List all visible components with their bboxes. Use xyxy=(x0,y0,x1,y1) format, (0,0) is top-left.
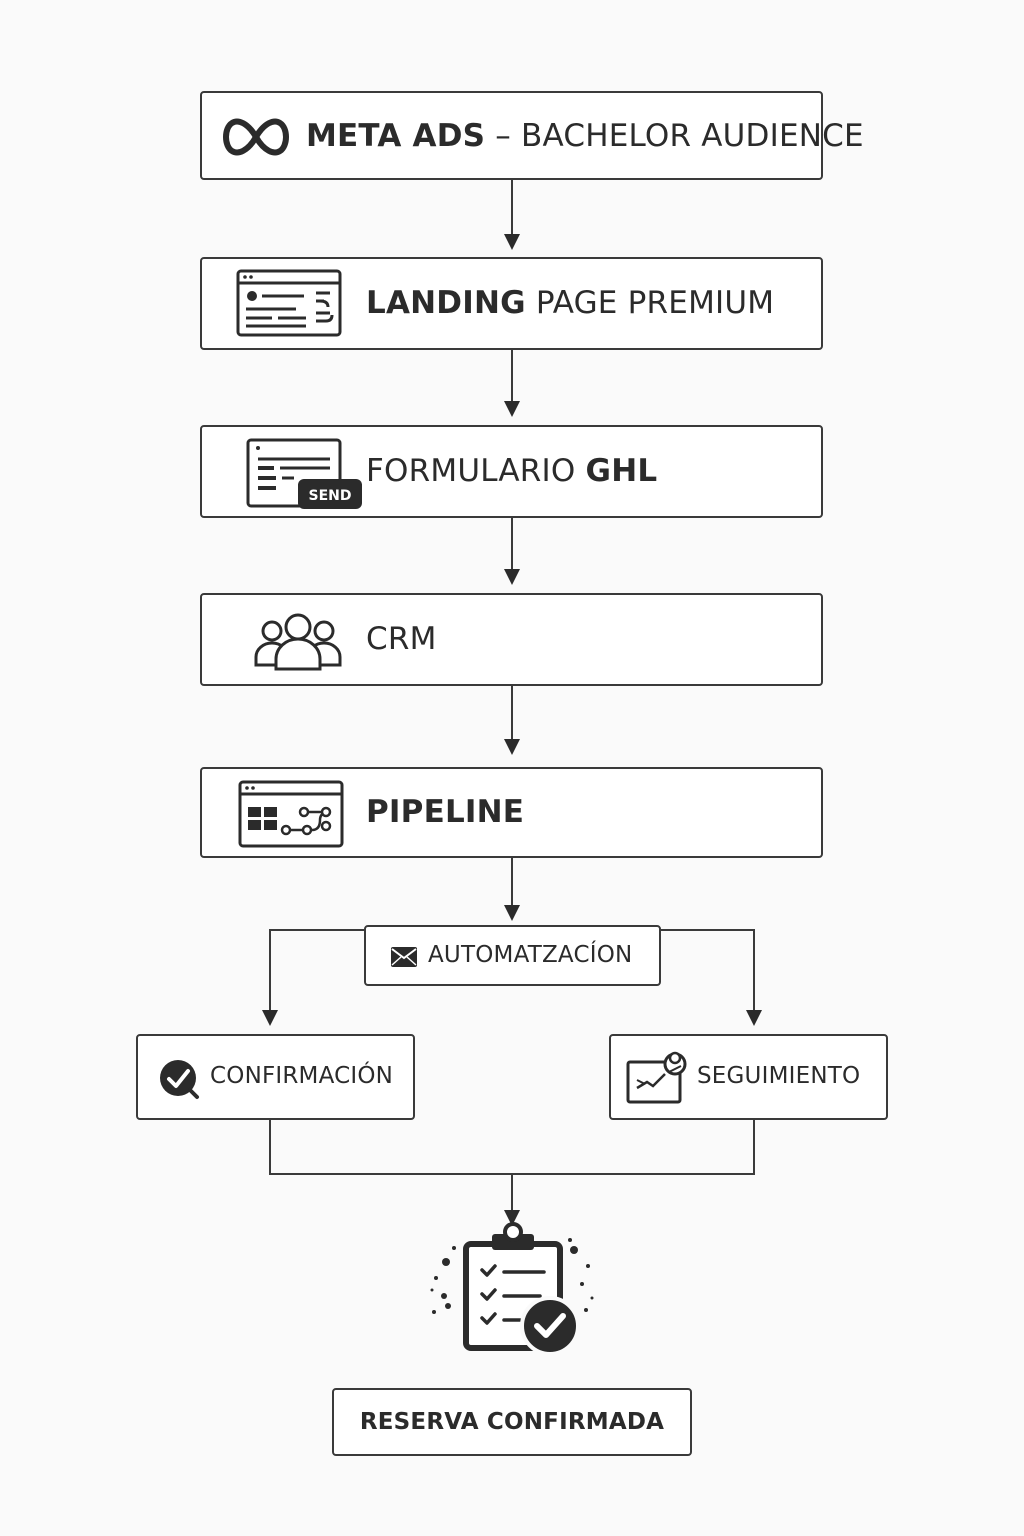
step-crm: CRM xyxy=(200,593,823,686)
crm-label: CRM xyxy=(366,621,437,657)
pipeline-label: PIPELINE xyxy=(366,794,525,830)
clipboard-check-icon xyxy=(424,1220,600,1364)
pipeline-dashboard-icon xyxy=(238,780,346,852)
merge-line xyxy=(269,1120,755,1175)
automation-label: AUTOMATZACÍON xyxy=(428,942,633,968)
step-pipeline: PIPELINE xyxy=(200,767,823,858)
meta-ads-label: META ADS – BACHELOR AUDIENCE xyxy=(306,118,864,154)
landing-text: PAGE PREMIUM xyxy=(535,285,775,321)
envelope-icon xyxy=(390,946,418,972)
landing-page-icon xyxy=(236,269,342,341)
arrow-automation-to-followup xyxy=(660,929,762,1026)
form-send-icon: SEND xyxy=(246,437,366,515)
step-followup: SEGUIMIENTO xyxy=(609,1034,888,1120)
meta-ads-text: BACHELOR AUDIENCE xyxy=(521,118,864,154)
meta-ads-separator: – xyxy=(495,118,511,154)
form-label: FORMULARIO GHL xyxy=(366,453,657,489)
arrow-automation-to-confirmation xyxy=(262,929,366,1026)
confirmation-label: CONFIRMACIÓN xyxy=(210,1063,394,1089)
send-badge: SEND xyxy=(309,488,352,504)
step-result: RESERVA CONFIRMADA xyxy=(332,1388,692,1456)
meta-ads-brand: META ADS xyxy=(306,118,486,154)
step-landing-page: LANDING PAGE PREMIUM xyxy=(200,257,823,350)
form-bold: GHL xyxy=(585,453,658,489)
form-text: FORMULARIO xyxy=(366,453,576,489)
mail-chart-icon xyxy=(625,1050,691,1110)
result-label: RESERVA CONFIRMADA xyxy=(359,1409,665,1435)
step-form: SEND FORMULARIO GHL xyxy=(200,425,823,518)
check-badge-icon xyxy=(158,1058,200,1104)
landing-label: LANDING PAGE PREMIUM xyxy=(366,285,774,321)
meta-infinity-icon xyxy=(222,115,290,163)
step-automation: AUTOMATZACÍON xyxy=(364,925,661,986)
users-group-icon xyxy=(252,611,344,675)
step-confirmation: CONFIRMACIÓN xyxy=(136,1034,415,1120)
step-meta-ads: META ADS – BACHELOR AUDIENCE xyxy=(200,91,864,180)
followup-label: SEGUIMIENTO xyxy=(697,1063,861,1089)
landing-bold: LANDING xyxy=(366,285,526,321)
